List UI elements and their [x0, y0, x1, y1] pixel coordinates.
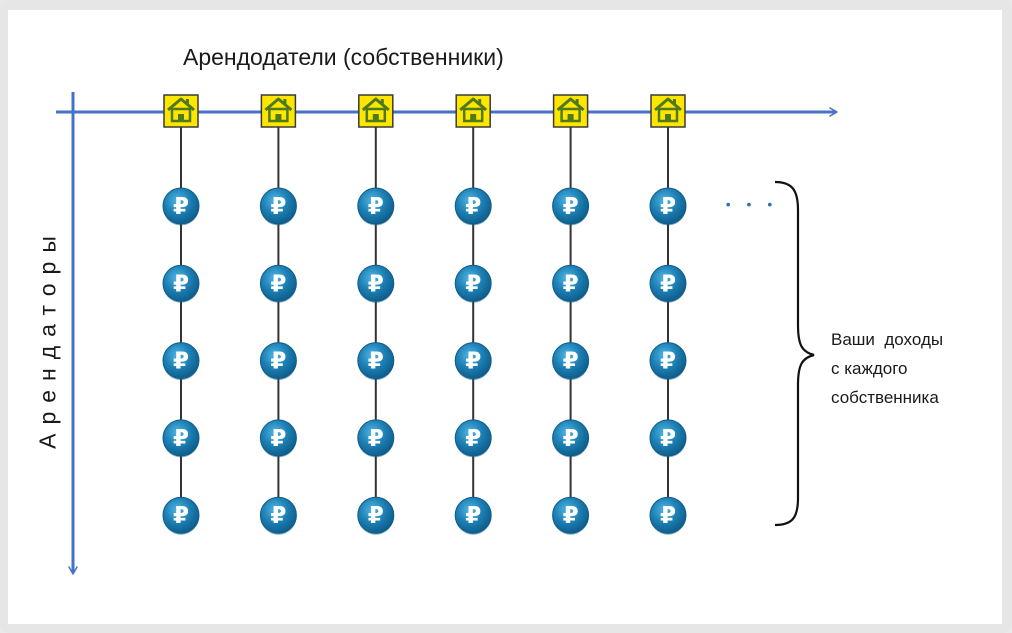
ruble-coin-icon: ₽ [357, 496, 395, 535]
income-line-3: собственника [831, 388, 939, 407]
canvas-background [8, 10, 1002, 624]
ruble-coin-icon: ₽ [454, 264, 492, 303]
ruble-coin-icon: ₽ [357, 187, 395, 226]
ruble-coin-icon: ₽ [357, 342, 395, 381]
landlords-label: Арендодатели (собственники) [183, 44, 504, 70]
ruble-symbol: ₽ [563, 349, 579, 375]
landlord-column: ₽ ₽ ₽ ₽ ₽ [454, 94, 492, 535]
ruble-coin-icon: ₽ [259, 342, 297, 381]
ruble-symbol: ₽ [173, 194, 189, 220]
ruble-coin-icon: ₽ [649, 187, 687, 226]
ruble-coin-icon: ₽ [454, 187, 492, 226]
ruble-symbol: ₽ [270, 503, 286, 529]
ruble-symbol: ₽ [368, 194, 384, 220]
landlord-column: ₽ ₽ ₽ ₽ ₽ [357, 94, 395, 535]
ruble-coin-icon: ₽ [454, 342, 492, 381]
ruble-coin-icon: ₽ [552, 264, 590, 303]
ruble-symbol: ₽ [173, 349, 189, 375]
ruble-coin-icon: ₽ [162, 419, 200, 458]
ruble-coin-icon: ₽ [552, 342, 590, 381]
ruble-coin-icon: ₽ [162, 187, 200, 226]
ruble-coin-icon: ₽ [649, 264, 687, 303]
ruble-symbol: ₽ [465, 349, 481, 375]
house-icon [455, 94, 491, 128]
income-line-1: Ваши доходы [831, 330, 944, 349]
ruble-symbol: ₽ [368, 271, 384, 297]
ruble-coin-icon: ₽ [357, 419, 395, 458]
income-line-2: с каждого [831, 359, 908, 378]
curly-brace [774, 180, 815, 527]
house-icon [260, 94, 297, 128]
house-icon [650, 94, 686, 128]
landlord-columns: ₽ ₽ ₽ ₽ ₽ ₽ ₽ ₽ ₽ ₽ ₽ ₽ ₽ ₽ ₽ ₽ ₽ ₽ ₽ ₽ ₽ ₽ ₽ ₽ ₽ ₽ ₽ ₽ ₽ ₽ [162, 94, 687, 535]
house-icon [552, 94, 589, 128]
ruble-symbol: ₽ [173, 426, 189, 452]
ruble-symbol: ₽ [465, 271, 481, 297]
ruble-symbol: ₽ [270, 194, 286, 220]
ruble-symbol: ₽ [173, 271, 189, 297]
ruble-symbol: ₽ [660, 503, 676, 529]
ruble-symbol: ₽ [660, 271, 676, 297]
ruble-coin-icon: ₽ [552, 496, 590, 535]
ruble-symbol: ₽ [465, 426, 481, 452]
more-items-ellipsis: • • • [726, 196, 778, 212]
landlord-column: ₽ ₽ ₽ ₽ ₽ [649, 94, 687, 535]
tenants-label: Арендаторы [34, 227, 61, 449]
ruble-symbol: ₽ [660, 194, 676, 220]
ruble-symbol: ₽ [465, 194, 481, 220]
ruble-coin-icon: ₽ [162, 264, 200, 303]
income-label: Ваши доходы с каждого собственника [831, 325, 943, 412]
ruble-coin-icon: ₽ [649, 419, 687, 458]
ruble-coin-icon: ₽ [259, 264, 297, 303]
ruble-symbol: ₽ [368, 349, 384, 375]
ruble-symbol: ₽ [563, 271, 579, 297]
ruble-coin-icon: ₽ [259, 496, 297, 535]
ruble-coin-icon: ₽ [552, 419, 590, 458]
ruble-coin-icon: ₽ [454, 496, 492, 535]
ruble-coin-icon: ₽ [552, 187, 590, 226]
ruble-symbol: ₽ [270, 271, 286, 297]
landlord-column: ₽ ₽ ₽ ₽ ₽ [162, 94, 200, 535]
ruble-symbol: ₽ [660, 426, 676, 452]
ruble-coin-icon: ₽ [454, 419, 492, 458]
ruble-coin-icon: ₽ [259, 419, 297, 458]
ruble-symbol: ₽ [270, 349, 286, 375]
ruble-symbol: ₽ [563, 503, 579, 529]
landlord-column: ₽ ₽ ₽ ₽ ₽ [259, 94, 297, 535]
house-icon [358, 94, 394, 128]
ruble-symbol: ₽ [563, 194, 579, 220]
ruble-coin-icon: ₽ [649, 496, 687, 535]
ruble-symbol: ₽ [173, 503, 189, 529]
ruble-coin-icon: ₽ [162, 342, 200, 381]
ruble-coin-icon: ₽ [357, 264, 395, 303]
ruble-symbol: ₽ [563, 426, 579, 452]
ruble-coin-icon: ₽ [259, 187, 297, 226]
ruble-coin-icon: ₽ [162, 496, 200, 535]
ruble-symbol: ₽ [270, 426, 286, 452]
house-icon [163, 94, 199, 128]
landlord-column: ₽ ₽ ₽ ₽ ₽ [552, 94, 590, 535]
ruble-symbol: ₽ [368, 503, 384, 529]
ruble-symbol: ₽ [465, 503, 481, 529]
ruble-symbol: ₽ [660, 349, 676, 375]
ruble-coin-icon: ₽ [649, 342, 687, 381]
ruble-symbol: ₽ [368, 426, 384, 452]
